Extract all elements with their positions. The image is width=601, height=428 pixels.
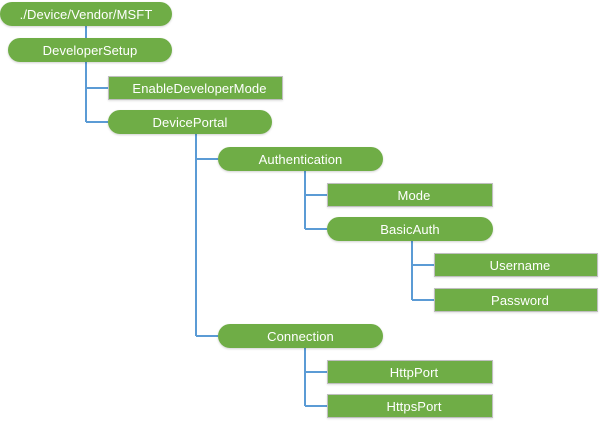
tree-node-enabledevelopermode[interactable]: EnableDeveloperMode <box>108 76 283 100</box>
tree-node-label: HttpsPort <box>386 398 442 414</box>
tree-node-label: Username <box>489 257 551 273</box>
tree-node-label: HttpPort <box>389 364 439 380</box>
tree-node-username[interactable]: Username <box>434 253 598 277</box>
tree-node-basicauth[interactable]: BasicAuth <box>327 217 493 241</box>
tree-node-mode[interactable]: Mode <box>327 183 493 207</box>
tree-node-label: EnableDeveloperMode <box>132 80 267 96</box>
tree-node-developersetup[interactable]: DeveloperSetup <box>8 38 172 62</box>
tree-node-label: Mode <box>397 187 431 203</box>
tree-node-root[interactable]: ./Device/Vendor/MSFT <box>0 2 172 26</box>
tree-node-label: Connection <box>267 328 334 344</box>
tree-node-httpport[interactable]: HttpPort <box>327 360 493 384</box>
tree-node-authentication[interactable]: Authentication <box>218 147 383 171</box>
tree-node-label: Password <box>491 292 549 308</box>
tree-node-label: ./Device/Vendor/MSFT <box>19 6 153 22</box>
tree-node-label: Authentication <box>258 151 343 167</box>
tree-node-label: BasicAuth <box>380 221 440 237</box>
tree-node-deviceportal[interactable]: DevicePortal <box>108 110 272 134</box>
tree-node-httpsport[interactable]: HttpsPort <box>327 394 493 418</box>
tree-node-label: DevicePortal <box>152 114 228 130</box>
tree-node-label: DeveloperSetup <box>42 42 138 58</box>
tree-node-connection[interactable]: Connection <box>218 324 383 348</box>
tree-node-password[interactable]: Password <box>434 288 598 312</box>
